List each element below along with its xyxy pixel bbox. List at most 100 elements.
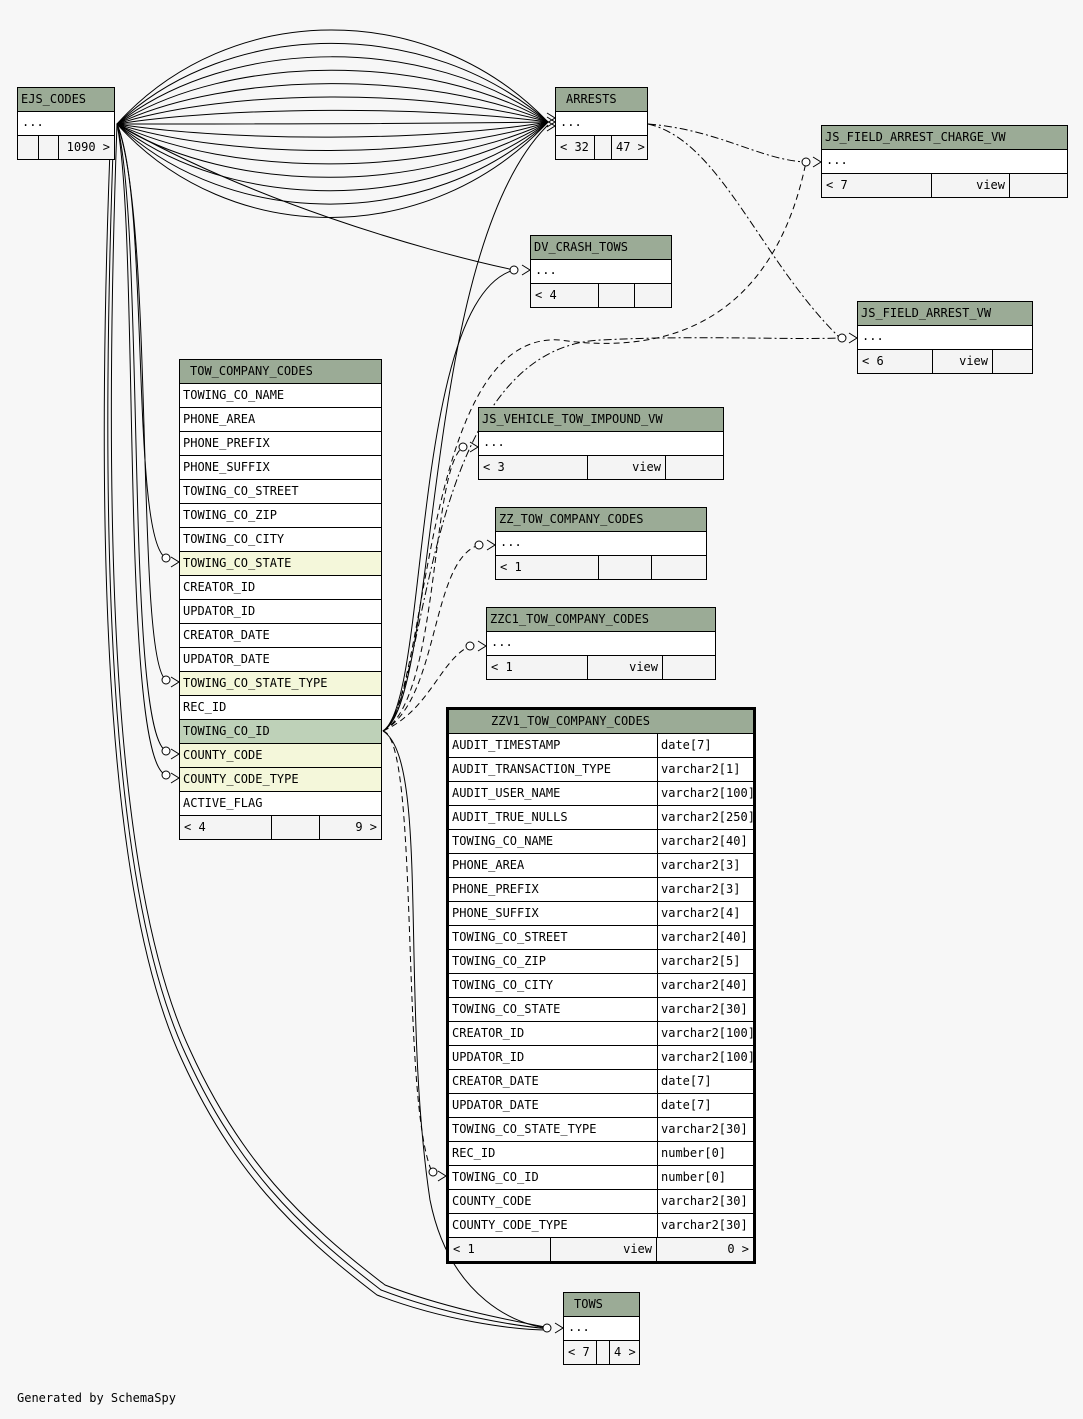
column-row[interactable]: CREATOR_DATE bbox=[180, 624, 381, 648]
crows-foot-marker bbox=[170, 772, 180, 784]
column-row[interactable]: UPDATOR_ID bbox=[180, 600, 381, 624]
table-js-vehicle-tow-impound-vw[interactable]: JS_VEHICLE_TOW_IMPOUND_VW ... < 3 view bbox=[478, 407, 724, 480]
crows-foot-marker bbox=[477, 640, 487, 652]
column-row[interactable]: TOWING_CO_NAME bbox=[180, 384, 381, 408]
column-type: varchar2[100] bbox=[657, 1046, 755, 1069]
column-name: CREATOR_DATE bbox=[183, 628, 270, 642]
ejs-arrests-relationship bbox=[116, 69, 549, 125]
column-name: TOWING_CO_NAME bbox=[452, 834, 554, 848]
column-row[interactable]: PHONE_SUFFIX bbox=[180, 456, 381, 480]
footer-parents: < 1 bbox=[487, 656, 588, 679]
tcc-impound-relationship bbox=[382, 446, 464, 732]
table-footer: < 1 bbox=[496, 556, 706, 579]
column-row[interactable]: PHONE_PREFIX bbox=[180, 432, 381, 456]
footer-type: view bbox=[588, 656, 663, 679]
column-type: varchar2[40] bbox=[657, 830, 753, 853]
table-header[interactable]: DV_CRASH_TOWS bbox=[531, 236, 671, 260]
table-arrests[interactable]: ARRESTS ... < 32 47 > bbox=[555, 87, 648, 160]
table-footer: < 1 view bbox=[487, 656, 715, 679]
table-tow-company-codes[interactable]: TOW_COMPANY_CODES TOWING_CO_NAME PHONE_AR… bbox=[179, 359, 382, 840]
table-footer: < 32 47 > bbox=[556, 136, 647, 159]
collapsed-columns: ... bbox=[564, 1317, 639, 1341]
column-name: TOWING_CO_NAME bbox=[183, 388, 285, 402]
column-row[interactable]: TOWING_CO_CITY bbox=[180, 528, 381, 552]
footer-parents: < 3 bbox=[479, 456, 588, 479]
table-header[interactable]: ZZ_TOW_COMPANY_CODES bbox=[496, 508, 706, 532]
table-header[interactable]: TOWS bbox=[564, 1293, 639, 1317]
table-zz-tow-company-codes[interactable]: ZZ_TOW_COMPANY_CODES ... < 1 bbox=[495, 507, 707, 580]
column-row[interactable]: TOWING_CO_STREET bbox=[180, 480, 381, 504]
column-row[interactable]: PHONE_AREA bbox=[180, 408, 381, 432]
table-ejs-codes[interactable]: EJS_CODES ... 1090 > bbox=[17, 87, 115, 160]
column-row[interactable]: COUNTY_CODE bbox=[180, 744, 381, 768]
ejs-arrests-relationship bbox=[116, 121, 549, 125]
column-name: TOWING_CO_STREET bbox=[183, 484, 299, 498]
table-zzc1-tow-company-codes[interactable]: ZZC1_TOW_COMPANY_CODES ... < 1 view bbox=[486, 607, 716, 680]
column-row[interactable]: TOWING_CO_ZIP bbox=[180, 504, 381, 528]
column-row[interactable]: ACTIVE_FLAG bbox=[180, 792, 381, 816]
column-name: TOWING_CO_CITY bbox=[452, 978, 554, 992]
column-row[interactable]: TOWING_CO_STATE bbox=[180, 552, 381, 576]
collapsed-columns: ... bbox=[531, 260, 671, 284]
table-header[interactable]: JS_FIELD_ARREST_CHARGE_VW bbox=[822, 126, 1067, 150]
column-row[interactable]: UPDATOR_ID varchar2[100] bbox=[449, 1046, 755, 1070]
column-row[interactable]: CREATOR_ID bbox=[180, 576, 381, 600]
column-type: varchar2[100] bbox=[657, 1022, 755, 1045]
column-name: CREATOR_ID bbox=[183, 580, 256, 594]
table-header[interactable]: JS_VEHICLE_TOW_IMPOUND_VW bbox=[479, 408, 723, 432]
table-header[interactable]: ZZV1_TOW_COMPANY_CODES bbox=[449, 710, 753, 734]
column-row[interactable]: COUNTY_CODE_TYPE bbox=[180, 768, 381, 792]
footer-parents: < 7 bbox=[822, 174, 932, 197]
collapsed-columns: ... bbox=[858, 326, 1032, 350]
column-name: COUNTY_CODE_TYPE bbox=[183, 772, 299, 786]
column-name: PHONE_AREA bbox=[452, 858, 525, 872]
table-tows[interactable]: TOWS ... < 7 4 > bbox=[563, 1292, 640, 1365]
table-header[interactable]: ARRESTS bbox=[556, 88, 647, 112]
column-type: varchar2[30] bbox=[657, 998, 753, 1021]
column-name: TOWING_CO_STATE_TYPE bbox=[183, 676, 328, 690]
column-type: varchar2[5] bbox=[657, 950, 753, 973]
table-header[interactable]: ZZC1_TOW_COMPANY_CODES bbox=[487, 608, 715, 632]
column-row[interactable]: TOWING_CO_STATE_TYPE bbox=[180, 672, 381, 696]
footer-type bbox=[599, 284, 635, 307]
table-dv-crash-tows[interactable]: DV_CRASH_TOWS ... < 4 bbox=[530, 235, 672, 308]
column-row[interactable]: REC_ID bbox=[180, 696, 381, 720]
column-name: TOWING_CO_ID bbox=[183, 724, 270, 738]
arrests-charge-vw-relationship bbox=[647, 123, 807, 163]
footer-children: 47 > bbox=[616, 140, 645, 154]
column-name: UPDATOR_ID bbox=[452, 1050, 525, 1064]
column-name: CREATOR_DATE bbox=[452, 1074, 539, 1088]
footer-type: view bbox=[932, 174, 1010, 197]
column-name: COUNTY_CODE bbox=[452, 1194, 532, 1208]
column-row[interactable]: TOWING_CO_ID bbox=[180, 720, 381, 744]
table-header[interactable]: JS_FIELD_ARREST_VW bbox=[858, 302, 1032, 326]
table-header[interactable]: EJS_CODES bbox=[18, 88, 114, 112]
column-row[interactable]: TOWING_CO_NAME varchar2[40] bbox=[449, 830, 753, 854]
table-js-field-arrest-vw[interactable]: JS_FIELD_ARREST_VW ... < 6 view bbox=[857, 301, 1033, 374]
tcc-tows-relationship bbox=[382, 730, 549, 1329]
table-header[interactable]: TOW_COMPANY_CODES bbox=[180, 360, 381, 384]
table-js-field-arrest-charge-vw[interactable]: JS_FIELD_ARREST_CHARGE_VW ... < 7 view bbox=[821, 125, 1068, 198]
column-row[interactable]: UPDATOR_DATE bbox=[180, 648, 381, 672]
